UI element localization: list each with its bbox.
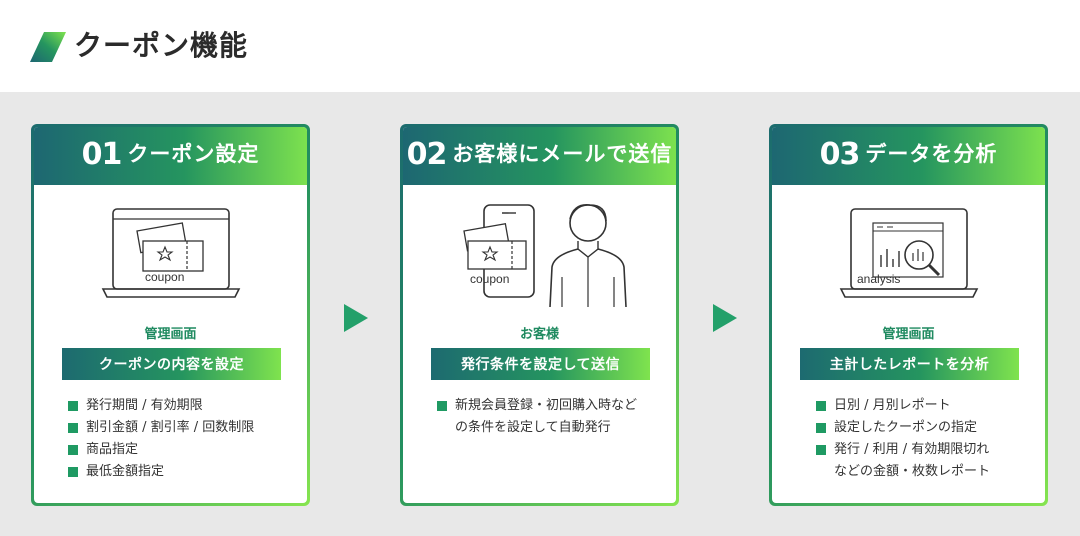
step-number: 03 — [819, 136, 861, 172]
list-item-continuation: の条件を設定して自動発行 — [455, 420, 611, 435]
step-bullet-list: 日別 / 月別レポート 設定したクーポンの指定 発行 / 利用 / 有効期限切れ… — [816, 395, 990, 483]
coupon-illustration-text: coupon — [145, 270, 184, 284]
step-number: 01 — [81, 136, 123, 172]
list-item: 発行 / 利用 / 有効期限切れ — [816, 439, 990, 461]
step-title: クーポン設定 — [127, 142, 260, 166]
step-title: お客様にメールで送信 — [452, 142, 673, 166]
step-card-header: 03 データを分析 — [772, 127, 1045, 185]
step-banner: 発行条件を設定して送信 — [431, 348, 650, 380]
step-sub-label: 管理画面 — [882, 327, 935, 342]
list-item: 設定したクーポンの指定 — [816, 417, 990, 439]
laptop-coupon-icon: coupon — [34, 195, 307, 319]
page-header: クーポン機能 — [0, 0, 1080, 92]
next-arrow-icon — [344, 304, 368, 332]
slash-logo-icon — [30, 32, 66, 62]
step-card-1: 01 クーポン設定 coupon 管理画面 クーポンの内容を — [31, 124, 310, 506]
laptop-analysis-icon: analysis — [772, 195, 1045, 319]
step-sub-label: お客様 — [519, 327, 559, 342]
step-title: データを分析 — [865, 142, 998, 166]
step-card-3: 03 データを分析 — [769, 124, 1048, 506]
coupon-illustration-text: coupon — [470, 272, 509, 286]
step-card-2: 02 お客様にメールで送信 coupon — [400, 124, 679, 506]
step-number: 02 — [406, 136, 448, 172]
content-area: 01 クーポン設定 coupon 管理画面 クーポンの内容を — [0, 92, 1080, 536]
step-card-header: 02 お客様にメールで送信 — [403, 127, 676, 185]
list-item: 最低金額指定 — [68, 461, 254, 483]
list-item: 商品指定 — [68, 439, 254, 461]
step-banner: 主計したレポートを分析 — [800, 348, 1019, 380]
analysis-illustration-text: analysis — [857, 272, 900, 286]
step-card-header: 01 クーポン設定 — [34, 127, 307, 185]
list-item: 発行期間 / 有効期限 — [68, 395, 254, 417]
list-item: 新規会員登録・初回購入時など — [437, 395, 637, 417]
page-title: クーポン機能 — [74, 29, 249, 62]
step-sub-label: 管理画面 — [144, 327, 197, 342]
list-item-continuation: などの金額・枚数レポート — [834, 464, 991, 479]
list-item: 割引金額 / 割引率 / 回数制限 — [68, 417, 254, 439]
list-item: 日別 / 月別レポート — [816, 395, 990, 417]
step-bullet-list: 新規会員登録・初回購入時など の条件を設定して自動発行 — [437, 395, 637, 439]
next-arrow-icon — [713, 304, 737, 332]
step-bullet-list: 発行期間 / 有効期限 割引金額 / 割引率 / 回数制限 商品指定 最低金額指… — [68, 395, 254, 483]
step-banner: クーポンの内容を設定 — [62, 348, 281, 380]
phone-customer-icon: coupon — [403, 195, 676, 319]
